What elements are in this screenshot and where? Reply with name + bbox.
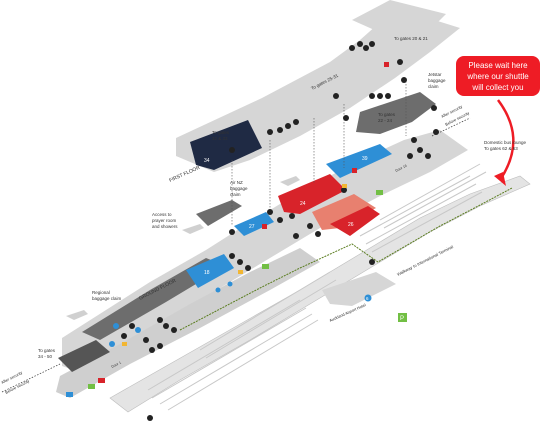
label-jetstar-3: claim <box>428 84 439 89</box>
label-prayer-3: and showers <box>152 224 178 229</box>
blue-marker-1 <box>66 392 73 397</box>
walkway-label: Walkway to International Terminal <box>396 244 454 277</box>
label-jetstar-1: Jetstar <box>428 72 442 77</box>
red-zone-lower <box>330 206 380 236</box>
yellow-icons <box>122 184 347 346</box>
zone-6: 6 <box>366 296 369 301</box>
plane-icons <box>66 176 300 320</box>
gates-20-21-pier <box>352 0 446 40</box>
label-door-16: Door 16 <box>395 164 408 173</box>
parking-letter: P <box>400 316 404 322</box>
label-prayer-2: prayer room <box>152 218 177 223</box>
label-airnz-1: Air NZ <box>230 180 243 185</box>
label-door-1: Door 1 <box>111 361 122 369</box>
callout-arrow <box>496 99 515 181</box>
zone-34: 34 <box>204 158 210 164</box>
terminal-body <box>62 130 468 372</box>
label-airnz-2: baggage <box>230 186 248 191</box>
left-car-park <box>147 271 337 411</box>
green-marker-2 <box>88 384 95 389</box>
label-gates-22-24-line2: 22 - 24 <box>378 118 393 123</box>
label-gates-32-33-line2: 32 & 33 <box>212 136 228 141</box>
ground-floor-dark-band <box>82 258 226 340</box>
label-bus-lounge-1: Domestic bus lounge <box>484 140 527 145</box>
first-floor-label: FIRST FLOOR <box>168 165 201 184</box>
callout-line-2: where our shuttle <box>467 71 529 81</box>
label-prayer-1: Access to <box>152 212 172 217</box>
label-bus-lounge-2: To gates 62 & 63 <box>484 146 518 151</box>
terminal-lower-body <box>56 248 320 398</box>
walkway-route <box>179 187 513 331</box>
red-icons <box>262 62 389 229</box>
first-floor-block <box>190 120 262 170</box>
zone-27: 27 <box>249 224 255 230</box>
green-marker-3 <box>376 190 383 195</box>
callout-arrow-head <box>494 172 506 186</box>
zone-24: 24 <box>300 201 306 207</box>
hotel-marker <box>364 294 372 302</box>
callout-line-3: will collect you <box>472 82 524 92</box>
label-regional-2: baggage claim <box>92 296 122 301</box>
blue-zone-ground <box>186 254 234 288</box>
gates-34-50-pier <box>58 340 110 372</box>
red-zone-main <box>278 174 346 214</box>
jetstar-claim-area <box>356 92 436 134</box>
level-connectors <box>231 78 407 226</box>
blue-zone-airnz <box>234 212 274 236</box>
zone-39: 39 <box>362 156 368 162</box>
zone-26: 26 <box>348 222 354 228</box>
airnz-claim-area <box>196 200 242 226</box>
red-marker-1 <box>98 378 105 383</box>
parking-sign <box>398 313 407 322</box>
blue-zone-upper <box>326 144 392 178</box>
facility-icons <box>121 41 439 421</box>
green-marker-1 <box>262 264 269 269</box>
airport-hotel <box>322 272 396 306</box>
label-gates-34-50-2: 34 - 50 <box>38 354 53 359</box>
label-gates-34-50-1: To gates <box>38 348 56 353</box>
salmon-zone <box>312 194 376 230</box>
label-airnz-3: claim <box>230 192 241 197</box>
right-car-park <box>359 163 487 253</box>
shuttle-callout: Please wait here where our shuttle will … <box>456 56 540 96</box>
label-gates-22-24-line1: To gates <box>378 112 396 117</box>
label-regional-1: Regional <box>92 290 110 295</box>
zone-18: 18 <box>204 270 210 276</box>
label-jetstar-2: baggage <box>428 78 446 83</box>
callout-line-1: Please wait here <box>468 60 528 70</box>
label-gates-20-21: To gates 20 & 21 <box>394 36 428 41</box>
label-gates-32-33-line1: To gates <box>212 130 230 135</box>
blue-icons <box>109 281 233 347</box>
